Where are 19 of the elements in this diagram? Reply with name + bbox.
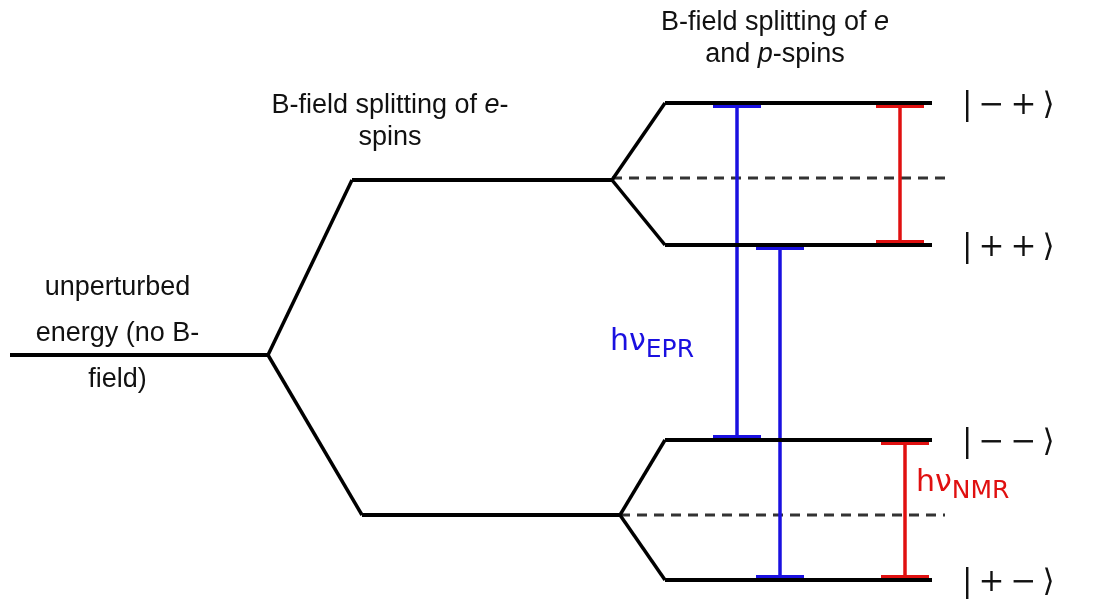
state-label: |−−⟩ xyxy=(962,421,1062,461)
connector-line xyxy=(266,354,364,516)
connector-line xyxy=(610,178,667,247)
transition-line xyxy=(879,441,931,579)
heading-text: B-field splitting of e-spins xyxy=(270,88,510,153)
connector-line xyxy=(266,179,354,356)
connector-line xyxy=(618,439,667,516)
transition-line xyxy=(874,104,926,244)
heading-text: B-field splitting of e and p-spins xyxy=(659,5,891,70)
connector-line xyxy=(610,102,667,181)
state-label: |++⟩ xyxy=(962,226,1062,266)
transition-line xyxy=(711,104,763,439)
transition-line xyxy=(754,246,806,579)
state-label: |−+⟩ xyxy=(962,84,1062,124)
level-label: unperturbed energy (no B-field) xyxy=(34,270,201,395)
transition-label: hν$_{EPR}$ xyxy=(610,322,696,364)
connector-line xyxy=(618,514,667,581)
transition-label: hν$_{NMR}$ xyxy=(916,463,1011,505)
state-label: |+−⟩ xyxy=(962,561,1062,601)
